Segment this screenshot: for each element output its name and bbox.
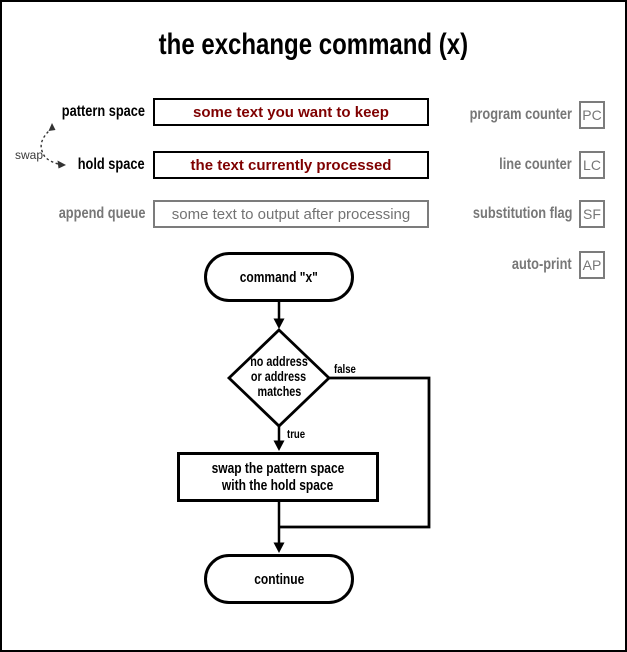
line-counter-label: line counter <box>499 156 572 173</box>
flow-process-node: swap the pattern space with the hold spa… <box>177 452 379 502</box>
arrowhead-process <box>273 440 285 451</box>
flow-start-node: command "x" <box>204 252 354 302</box>
pattern-space-label: pattern space <box>61 103 145 120</box>
swap-label: swap <box>15 148 44 162</box>
append-queue-value: some text to output after processing <box>171 205 411 223</box>
page-title: the exchange command (x) <box>2 28 625 62</box>
hold-space-value: the text currently processed <box>190 156 392 174</box>
program-counter-box: PC <box>579 101 605 129</box>
program-counter-label: program counter <box>469 106 572 123</box>
page-title-text: the exchange command (x) <box>158 28 469 61</box>
flow-decision-text: no address or address matches <box>250 354 308 399</box>
swap-arrow-head-up <box>48 123 56 131</box>
auto-print-box: AP <box>579 251 605 279</box>
pattern-space-box: some text you want to keep <box>153 98 429 126</box>
pattern-space-value: some text you want to keep <box>193 103 389 121</box>
flow-end-node: continue <box>204 554 354 604</box>
append-queue-label: append queue <box>58 205 145 222</box>
substitution-flag-label: substitution flag <box>472 205 572 222</box>
arrowhead-end <box>273 542 285 553</box>
flow-end-text: continue <box>254 570 304 588</box>
append-queue-box: some text to output after processing <box>153 200 429 228</box>
flow-start-text: command "x" <box>239 268 319 286</box>
hold-space-label: hold space <box>78 156 145 173</box>
substitution-flag-box: SF <box>579 200 605 228</box>
arrowhead-decision <box>273 318 285 329</box>
hold-space-box: the text currently processed <box>153 151 429 179</box>
false-branch-label: false <box>334 362 356 376</box>
true-branch-label: true <box>287 427 306 441</box>
line-counter-box: LC <box>579 151 605 179</box>
auto-print-label: auto-print <box>512 256 572 273</box>
